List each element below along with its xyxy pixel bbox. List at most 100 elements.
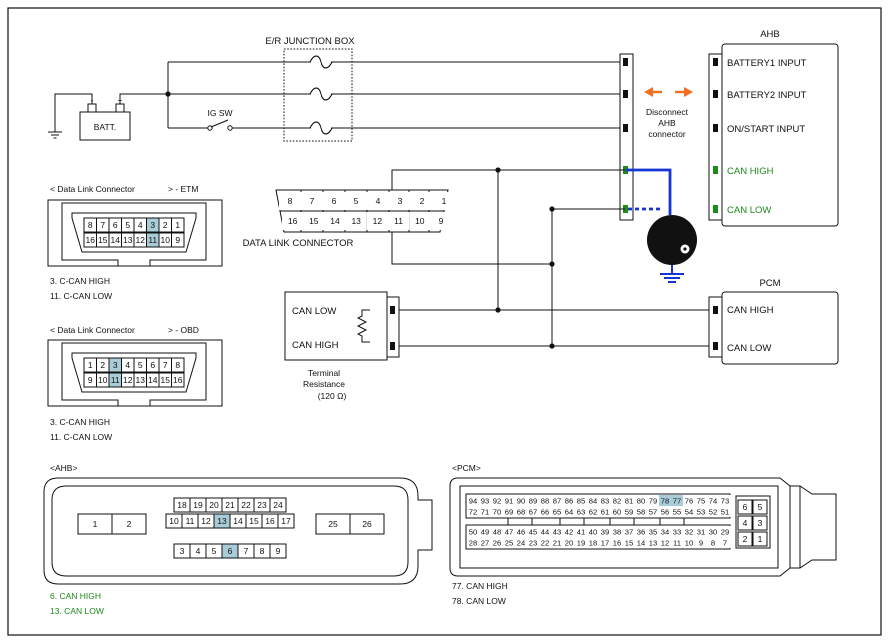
pin-number: 16	[86, 235, 96, 245]
ahb-pin-battery2: BATTERY2 INPUT	[727, 90, 807, 101]
battery-terminal-neg	[87, 103, 97, 113]
pin-number: 3	[180, 546, 185, 556]
pin-number: 82	[613, 497, 621, 506]
pin-cell	[719, 506, 731, 517]
pin-cell	[515, 506, 527, 517]
pin-number: 19	[577, 539, 585, 548]
ahb-note-can-high: 6. CAN HIGH	[50, 591, 101, 601]
pin-cell	[611, 506, 623, 517]
pin-number: 2	[743, 534, 748, 544]
battery-box	[79, 111, 131, 141]
pin-number: 50	[469, 528, 477, 537]
battery-ground-icon	[48, 131, 62, 139]
pin-cell	[467, 495, 479, 506]
resistor-caption-3: (120 Ω)	[318, 391, 347, 401]
pin-cell	[599, 495, 611, 506]
pin-number: 7	[723, 539, 727, 548]
pin-number: 12	[661, 539, 669, 548]
pin-cell	[695, 526, 707, 537]
pin-cell	[433, 192, 455, 210]
pin-number: 16	[173, 375, 183, 385]
pin-cell	[719, 495, 731, 506]
pin-cell	[647, 537, 659, 548]
outer-frame	[7, 7, 882, 636]
pin-number: 7	[244, 546, 249, 556]
pin-number: 94	[469, 497, 477, 506]
pin-cell	[587, 537, 599, 548]
pin-cell	[491, 506, 503, 517]
pin-number: 21	[225, 500, 235, 510]
disconnect-arrows	[644, 87, 693, 97]
pin-cell	[707, 495, 719, 506]
pin-cell	[467, 506, 479, 517]
pin-number: 18	[589, 539, 597, 548]
pin-cell	[635, 506, 647, 517]
pin-number: 71	[481, 508, 489, 517]
pin-number: 35	[649, 528, 657, 537]
ahb-module-title: AHB	[760, 29, 780, 40]
pin-cell	[323, 192, 345, 210]
pin-number: 65	[553, 508, 561, 517]
pin-number: 42	[565, 528, 573, 537]
pin-cell	[479, 537, 491, 548]
pin-number: 54	[685, 508, 693, 517]
disconnect-label-3: connector	[648, 129, 685, 139]
pin-cell	[707, 526, 719, 537]
resistor-can-low: CAN LOW	[292, 306, 336, 317]
pin-number: 13	[136, 375, 146, 385]
pin-number: 55	[673, 508, 681, 517]
pin-number: 38	[613, 528, 621, 537]
pin-number: 3	[758, 518, 763, 528]
pin-number: 67	[529, 508, 537, 517]
pin-cell	[527, 495, 539, 506]
ig-switch-label: IG SW	[207, 108, 232, 118]
ahb-connector-title: <AHB>	[50, 463, 77, 473]
multimeter-probe-icon	[647, 215, 697, 283]
pin-number: 74	[709, 497, 717, 506]
pin-cell	[611, 495, 623, 506]
pin-number: 28	[469, 539, 477, 548]
pin-cell	[539, 526, 551, 537]
pin-number: 23	[529, 539, 537, 548]
pin-number: 23	[257, 500, 267, 510]
pin-number: 79	[649, 497, 657, 506]
pin-cell	[366, 212, 388, 230]
pin-cell	[707, 506, 719, 517]
pin-cell	[683, 526, 695, 537]
pcm-housing-tail	[789, 486, 801, 568]
pin-number: 91	[505, 497, 513, 506]
pin-number: 10	[169, 516, 179, 526]
pin-cell	[563, 526, 575, 537]
pin-number: 8	[175, 360, 180, 370]
pin-number: 93	[481, 497, 489, 506]
pin-number: 4	[196, 546, 201, 556]
pin-number: 76	[685, 497, 693, 506]
pin-number: 4	[376, 196, 381, 206]
pin-cell	[647, 495, 659, 506]
obd-title-left: < Data Link Connector	[50, 325, 135, 335]
pin-number: 53	[697, 508, 705, 517]
pin-number: 9	[439, 216, 444, 226]
pin-cell	[647, 526, 659, 537]
pin-number: 13	[649, 539, 657, 548]
pin-number: 6	[332, 196, 337, 206]
pin-number: 18	[177, 500, 187, 510]
pin-number: 3	[150, 220, 155, 230]
pin-number: 9	[175, 235, 180, 245]
pin-number: 86	[565, 497, 573, 506]
pin-number: 14	[148, 375, 158, 385]
pin-cell	[171, 357, 185, 373]
pin-cell	[303, 212, 325, 230]
pin-number: 14	[637, 539, 645, 548]
pin-cell	[695, 506, 707, 517]
pcm-pin-can-high: CAN HIGH	[727, 305, 774, 316]
pin-number: 13	[351, 216, 361, 226]
pin-cell	[647, 506, 659, 517]
pin-number: 12	[136, 235, 146, 245]
ahb-right-pin-26: 26	[362, 519, 372, 529]
pin-number: 69	[505, 508, 513, 517]
